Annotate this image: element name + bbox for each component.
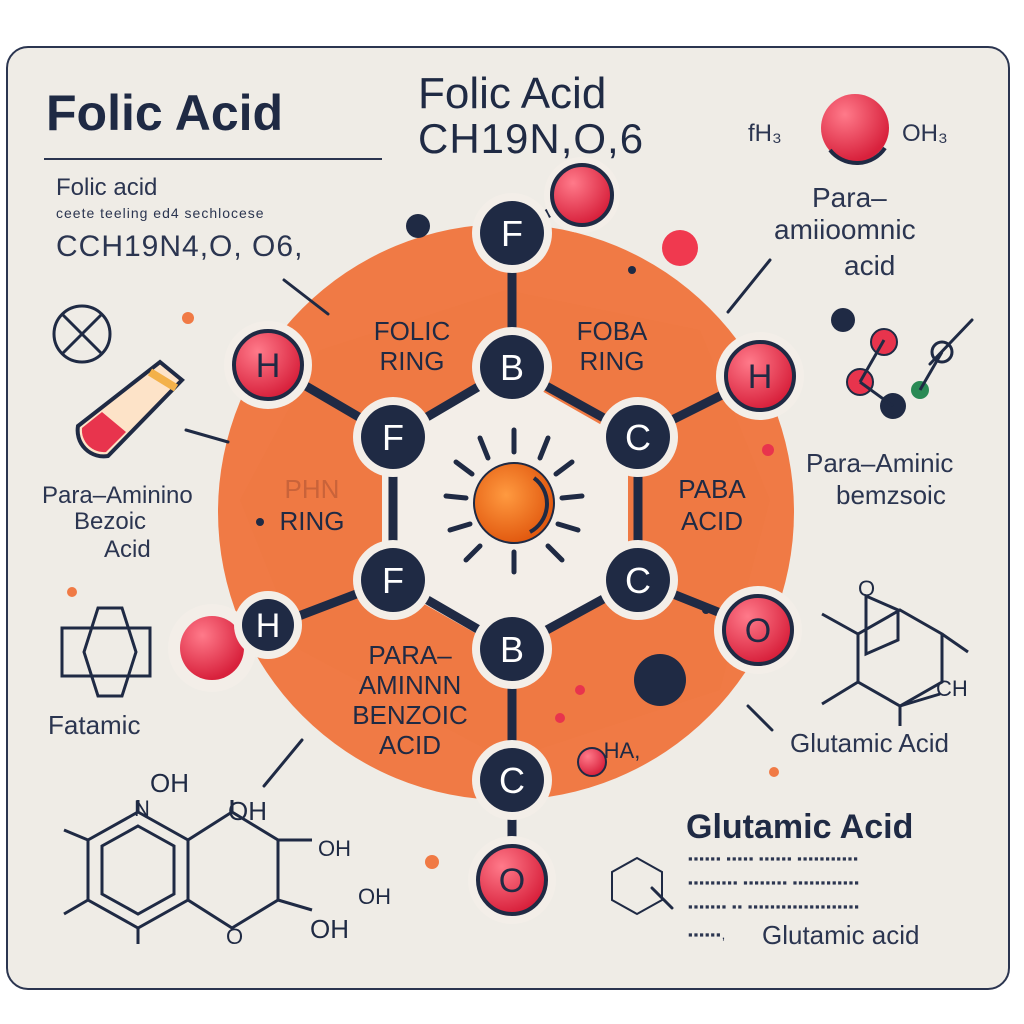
para-aminino-label: Para–Aminino <box>42 482 193 509</box>
left-description-garbled: ceete teeling ed4 sechlocese <box>56 205 265 221</box>
acid-right-label: acid <box>844 250 896 281</box>
red-molecule-ball <box>821 94 889 162</box>
atom-node-f-top <box>480 201 544 265</box>
ring-label-ha: HA, <box>604 738 641 763</box>
left-description-title: Folic acid <box>56 174 158 201</box>
atom-node-c-bottom <box>480 748 544 812</box>
ring-label-folic: RING <box>380 346 445 376</box>
ring-label-para: PARA– <box>368 640 452 670</box>
glutamic-desc-line: ▪▪▪▪▪▪▪ ▪▪ ▪▪▪▪▪▪▪▪▪▪▪▪▪▪▪▪▪▪▪▪ <box>688 899 860 914</box>
outer-node-label: H <box>256 607 281 645</box>
page-title: Folic Acid <box>46 85 284 141</box>
hydrogen-atom-left-top <box>232 329 304 401</box>
oxygen-atom-top <box>550 163 614 227</box>
node-label: F <box>501 213 523 254</box>
node-label: C <box>625 417 651 458</box>
test-tube-icon <box>75 359 185 459</box>
red-atom-left-bottom <box>180 616 244 680</box>
fh3-label: fH₃ <box>748 120 782 147</box>
bezoic-label: Bezoic <box>74 508 147 535</box>
para-label: Para– <box>812 182 887 213</box>
ring-label-phn: PHN <box>285 474 340 504</box>
ring-label-para: AMINNN <box>359 670 462 700</box>
oh-label: OH <box>228 796 267 826</box>
glutamic-desc-line: ▪▪▪▪▪▪, <box>688 927 727 942</box>
oh-label: OH <box>150 768 189 798</box>
node-label: B <box>500 347 524 388</box>
outer-node-label: H <box>748 358 773 396</box>
hydrogen-atom-right <box>724 340 796 412</box>
sun-core <box>473 462 555 544</box>
o-label: O <box>226 924 243 949</box>
ring-label-folic: FOLIC <box>374 316 451 346</box>
amiioomnic-label: amiioomnic <box>774 214 916 245</box>
ring-label-para: BENZOIC <box>352 700 468 730</box>
acid-label: Acid <box>104 536 151 563</box>
glutamic-desc-line: ▪▪▪▪▪▪▪▪▪ ▪▪▪▪▪▪▪▪ ▪▪▪▪▪▪▪▪▪▪▪▪ <box>688 875 860 890</box>
node-label: F <box>382 417 404 458</box>
outer-node-label: O <box>499 862 525 900</box>
sun-icon <box>443 427 585 575</box>
atom-node-h-left-bottom <box>242 599 294 651</box>
ring-label-foba: FOBA <box>577 316 648 346</box>
atom-node-b-top <box>480 335 544 399</box>
node-label: C <box>499 760 525 801</box>
node-label: B <box>500 629 524 670</box>
ring-label-paba: PABA <box>678 474 746 504</box>
oxygen-atom-right <box>722 594 794 666</box>
secondary-formula: CH19N,O,6 <box>418 115 645 162</box>
node-label: F <box>382 560 404 601</box>
outer-atoms <box>168 157 804 924</box>
o-label-right: O <box>858 576 875 601</box>
bemzsoic-label: bemzsoic <box>836 480 946 510</box>
secondary-title: Folic Acid <box>418 69 607 118</box>
title-divider <box>44 158 382 160</box>
ch-label: CH <box>936 676 968 701</box>
ring-label-phn: RING <box>280 506 345 536</box>
left-formula: CCH19N4,O, O6, <box>56 230 304 263</box>
decorative-dots <box>67 214 954 869</box>
atom-node-f-left-bottom <box>361 548 425 612</box>
fatamic-label: Fatamic <box>48 710 141 740</box>
oh-label: OH <box>318 836 351 861</box>
ring-symbol-icon <box>52 304 112 364</box>
bottom-left-structure <box>63 800 313 944</box>
glutamic-acid-footnote: Glutamic acid <box>762 920 920 950</box>
box-molecule-icon <box>60 606 152 698</box>
oxygen-atom-bottom <box>476 844 548 916</box>
glutamic-acid-small: Glutamic Acid <box>790 728 949 758</box>
hexagon-icon <box>611 856 663 916</box>
outer-node-label: O <box>745 612 771 650</box>
node-label: C <box>625 560 651 601</box>
oh-label: OH <box>310 914 349 944</box>
outer-node-label: H <box>256 347 281 385</box>
glutamic-desc-line: ▪▪▪▪▪▪ ▪▪▪▪▪ ▪▪▪▪▪▪ ▪▪▪▪▪▪▪▪▪▪▪ <box>688 851 859 866</box>
ring-label-para: ACID <box>379 730 441 760</box>
atom-node-c-right <box>606 405 670 469</box>
ring-label-foba: RING <box>580 346 645 376</box>
atom-node-b-bottom <box>480 617 544 681</box>
atom-node-c-right-bottom <box>606 548 670 612</box>
ring-label-paba: ACID <box>681 506 743 536</box>
ring-nodes <box>234 193 678 820</box>
n-label: N <box>134 796 150 821</box>
navy-atom-decoration <box>634 654 686 706</box>
oh3-label: OH₃ <box>902 120 948 147</box>
atom-node-f-left <box>361 405 425 469</box>
oh-label: OH <box>358 884 391 909</box>
para-aminic-label: Para–Aminic <box>806 448 954 478</box>
glutamic-acid-heading: Glutamic Acid <box>686 808 914 846</box>
right-structure <box>821 593 969 726</box>
